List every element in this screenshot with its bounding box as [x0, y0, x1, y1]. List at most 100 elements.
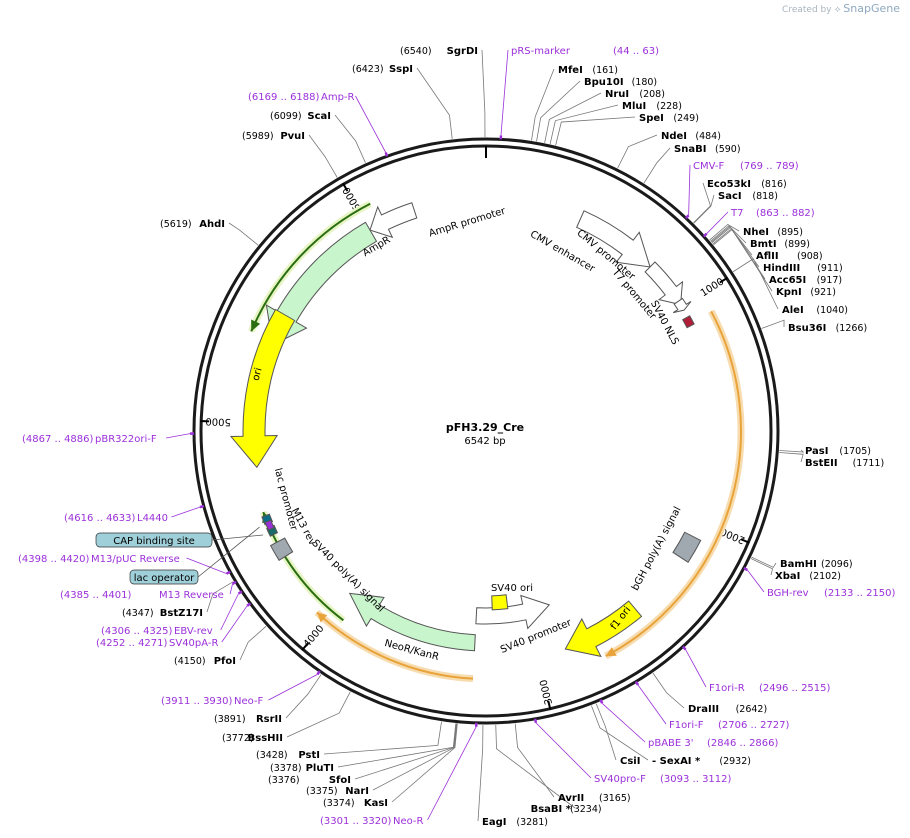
snapgene-credit: Created by ⟡ SnapGene [782, 2, 900, 15]
enzyme-sspi: SspI [389, 64, 413, 75]
primer-amp-r-leader [355, 95, 387, 153]
enzyme-position: (908) [797, 251, 823, 262]
primer-range: (3911 .. 3930) [161, 696, 233, 707]
primer-t7-leader [706, 211, 729, 234]
primer-f1ori-r-site-mark [681, 645, 687, 651]
enzyme-pvui-leader [308, 134, 338, 178]
primer-neo-f-leader [268, 674, 318, 701]
enzyme-eagi-leader [477, 724, 484, 822]
enzyme-eco53ki-leader [693, 182, 711, 224]
enzyme-draiii-leader [652, 672, 685, 709]
boxed-lac-operator: lac operator [134, 573, 195, 584]
primer-l4440: L4440 [137, 513, 168, 524]
enzyme-position: (3378) [270, 763, 302, 774]
primer-t7-site-mark [702, 232, 708, 238]
enzyme-bsu36i-leader [761, 319, 785, 329]
enzyme-bsabi-leader [495, 724, 576, 809]
enzyme-saci-leader [693, 194, 715, 224]
enzyme-position: (911) [817, 263, 843, 274]
enzyme-position: (816) [761, 179, 787, 190]
primer-range: (3301 .. 3320) [320, 816, 392, 827]
ampr-orf [250, 202, 371, 332]
enzyme-position: (3165) [599, 793, 631, 804]
primer-pbr322ori-f: pBR322ori-F [95, 434, 157, 445]
enzyme-snabi: SnaBI [674, 144, 706, 155]
enzyme-ndei: NdeI [661, 131, 687, 142]
enzyme-position: (1705) [839, 446, 871, 457]
sv40-nls-block [682, 315, 695, 329]
ampr-arrow [265, 221, 378, 346]
primer-range: (4867 .. 4886) [22, 434, 94, 445]
primer-sv40pro-f-leader [535, 722, 592, 779]
plasmid-size: 6542 bp [464, 436, 505, 447]
enzyme-mlui-leader [549, 104, 619, 145]
scale-tick [342, 182, 349, 192]
enzyme-position: (899) [784, 239, 810, 250]
enzyme-position: (818) [752, 191, 778, 202]
enzyme-position: (2096) [821, 559, 853, 570]
primer-m13-reverse: M13 Reverse [159, 590, 224, 601]
neo-orf-orf [316, 611, 474, 680]
cre-orf-orf-head [605, 647, 617, 657]
primer-range: (863 .. 882) [756, 208, 815, 219]
enzyme-avrii-leader [514, 723, 555, 798]
enzyme-csii: CsiI [620, 756, 640, 767]
primer-pbabe-3-leader [601, 702, 646, 743]
sv40-polya-block [269, 537, 294, 561]
enzyme-psti-leader [323, 721, 442, 755]
snapgene-logo-icon: ⟡ [834, 5, 841, 15]
boxed-lac-operator-leader [197, 526, 260, 578]
primer-range: (44 .. 63) [613, 46, 659, 57]
enzyme-kasi: KasI [364, 798, 388, 809]
primer-range: (6169 .. 6188) [248, 92, 320, 103]
boxed-lac-operator-box [129, 569, 199, 585]
enzyme-kasi-leader [391, 723, 458, 803]
primer-ebv-rev-leader [220, 593, 239, 631]
enzyme-bsshii-leader [286, 691, 351, 738]
primer-ebv-rev: EBV-rev [174, 626, 213, 637]
enzyme-position: (180) [632, 77, 658, 88]
primer-pbabe-3: pBABE 3' [648, 738, 694, 749]
enzyme-xbai-leader [750, 558, 774, 576]
primer-f1ori-r: F1ori-R [709, 683, 745, 694]
enzyme-sfoi-leader [354, 723, 457, 780]
enzyme-bmti: BmtI [750, 239, 777, 250]
enzyme-position: (3281) [516, 817, 548, 828]
enzyme-scai: ScaI [307, 111, 331, 122]
enzyme-rsrii: RsrII [256, 714, 282, 725]
boxed-cap-binding-site: CAP binding site [113, 536, 195, 547]
enzyme-position: (3234) [570, 804, 602, 815]
primer-bgh-rev: BGH-rev [767, 588, 809, 599]
feature-ampr-promoter: AmpR promoter [428, 205, 508, 239]
primer-bgh-rev-leader [747, 569, 765, 593]
primer-range: (4616 .. 4633) [64, 513, 136, 524]
m13-mark-block [264, 519, 275, 531]
enzyme-sgrdi: SgrDI [447, 46, 478, 57]
primer-range: (4306 .. 4325) [101, 626, 173, 637]
enzyme-position: (484) [695, 131, 721, 142]
enzyme-acc65i: Acc65I [769, 275, 806, 286]
enzyme-bpu10i-leader [536, 80, 581, 142]
enzyme-position: (1040) [816, 305, 848, 316]
primer-range: (2496 .. 2515) [759, 683, 831, 694]
primer-sv40pa-r-leader [221, 605, 248, 643]
enzyme-snabi-leader [643, 147, 671, 184]
f1-ori-arrow [564, 600, 643, 658]
enzyme-position: (4347) [122, 608, 154, 619]
enzyme-avrii: AvrII [558, 793, 584, 804]
enzyme-ahdi-leader [228, 222, 259, 246]
scale-tick [719, 276, 729, 284]
enzyme-bstz17i-leader [206, 581, 234, 613]
enzyme-nrui-leader [544, 92, 602, 143]
enzyme-alei: AleI [782, 305, 804, 316]
enzyme-position: (3374) [323, 798, 355, 809]
t7-promoter-arrow [672, 297, 692, 314]
primer-range: (4398 .. 4420) [18, 554, 90, 565]
enzyme-position: (228) [656, 101, 682, 112]
primer-sv40pro-f-site-mark [533, 718, 538, 723]
primer-neo-f-site-mark [316, 670, 321, 676]
enzyme-aflii-leader [710, 226, 753, 256]
enzyme-pvui: PvuI [280, 131, 305, 142]
enzyme-bsteii: BstEII [805, 458, 838, 469]
